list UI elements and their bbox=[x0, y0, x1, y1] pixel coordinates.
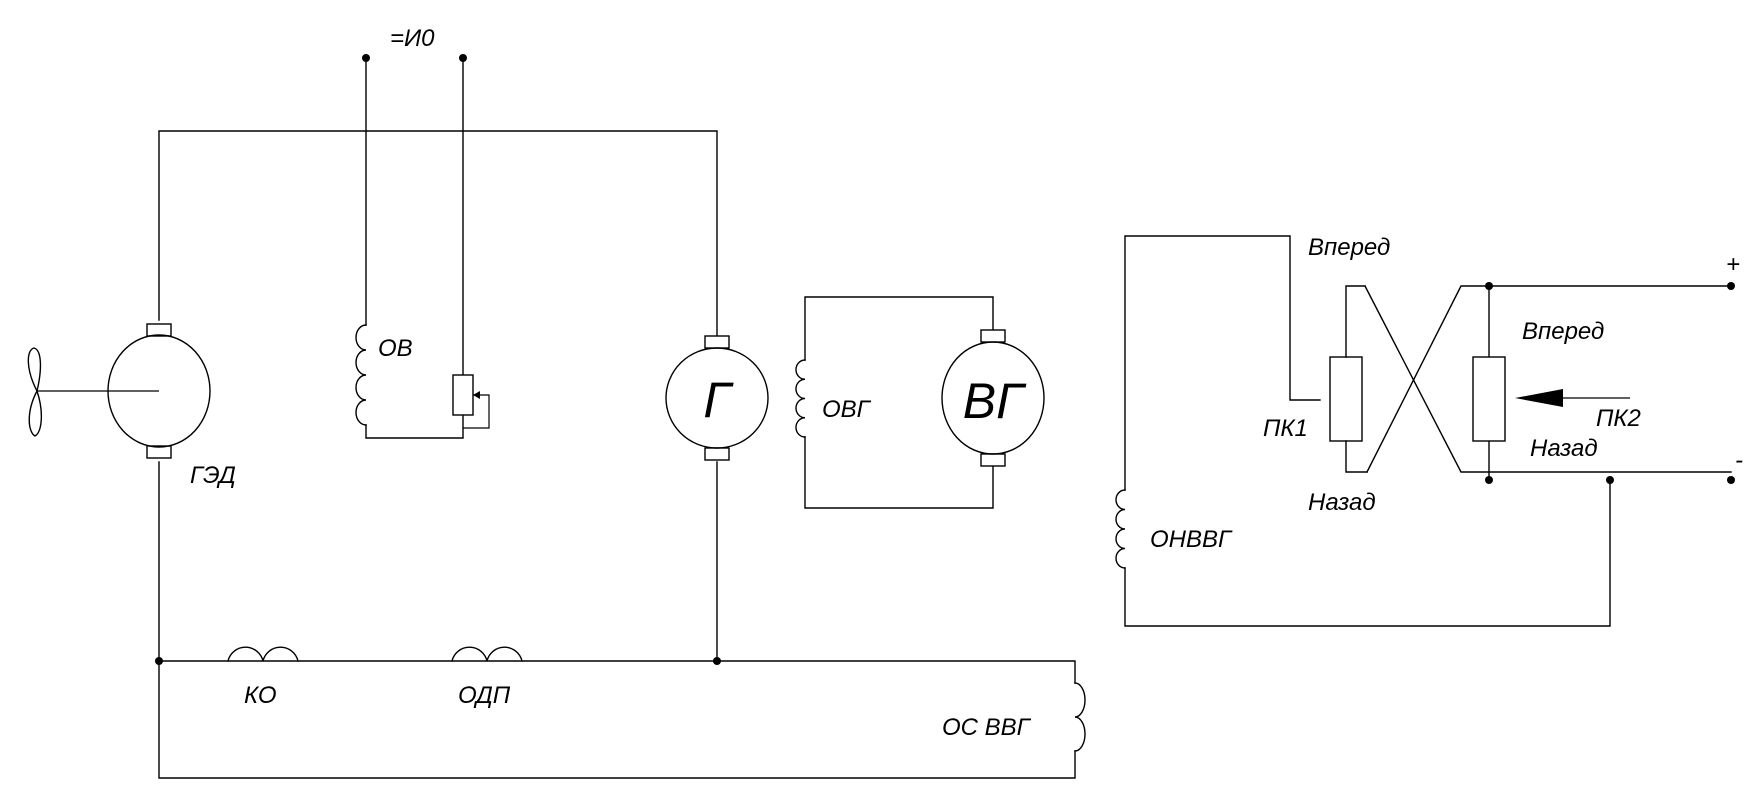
exciter-symbol: ВГ bbox=[963, 373, 1027, 429]
exciter-circuit: ОВГ ВГ bbox=[795, 296, 1045, 509]
exciter-series-winding bbox=[1074, 682, 1086, 752]
independent-winding bbox=[1115, 489, 1126, 569]
rheostat-slider bbox=[463, 394, 490, 429]
field-rheostat bbox=[452, 374, 474, 416]
controller2-forward-label: Вперед bbox=[1522, 318, 1604, 345]
independent-winding-label: ОНВВГ bbox=[1150, 526, 1233, 553]
motor-label: ГЭД bbox=[190, 462, 236, 489]
propulsion-motor: ГЭД bbox=[27, 323, 236, 489]
terminal-minus bbox=[1727, 476, 1735, 484]
controller2-resistor bbox=[1472, 356, 1506, 442]
controller2-label: ПК2 bbox=[1596, 405, 1641, 432]
series-winding-label: ОС ВВГ bbox=[942, 714, 1032, 741]
field-winding-ov bbox=[355, 324, 367, 426]
main-loop-wires bbox=[155, 130, 1076, 779]
compensation-winding bbox=[227, 646, 299, 662]
generator: Г bbox=[665, 335, 769, 461]
commutating-winding-label: ОДП bbox=[458, 682, 511, 709]
controller1-reverse-label: Назад bbox=[1308, 489, 1376, 516]
controller1-resistor bbox=[1329, 356, 1363, 442]
terminal-plus bbox=[1727, 282, 1735, 290]
commutating-winding bbox=[451, 646, 523, 662]
compensation-winding-label: КО bbox=[244, 682, 277, 709]
generator-symbol: Г bbox=[703, 372, 734, 428]
controller1-label: ПК1 bbox=[1263, 415, 1308, 442]
exciter-field-winding bbox=[795, 359, 806, 438]
controller1-forward-label: Вперед bbox=[1308, 234, 1390, 261]
field-winding-circuit: ОВ bbox=[355, 57, 490, 439]
terminal-plus-label: + bbox=[1726, 251, 1740, 278]
series-windings: КО ОДП ОС ВВГ bbox=[227, 646, 1086, 752]
field-winding-label: ОВ bbox=[378, 335, 413, 362]
supply-label: =И0 bbox=[390, 25, 435, 52]
controller-circuit: ОНВВГ ПК1 Вперед Назад ПК2 Вперед Назад … bbox=[1115, 234, 1743, 627]
supply-terminals: =И0 bbox=[362, 25, 467, 62]
terminal-minus-label: - bbox=[1735, 447, 1743, 474]
exciter-field-label: ОВГ bbox=[822, 396, 872, 423]
propeller-icon bbox=[27, 347, 42, 437]
controller2-reverse-label: Назад bbox=[1530, 435, 1598, 462]
